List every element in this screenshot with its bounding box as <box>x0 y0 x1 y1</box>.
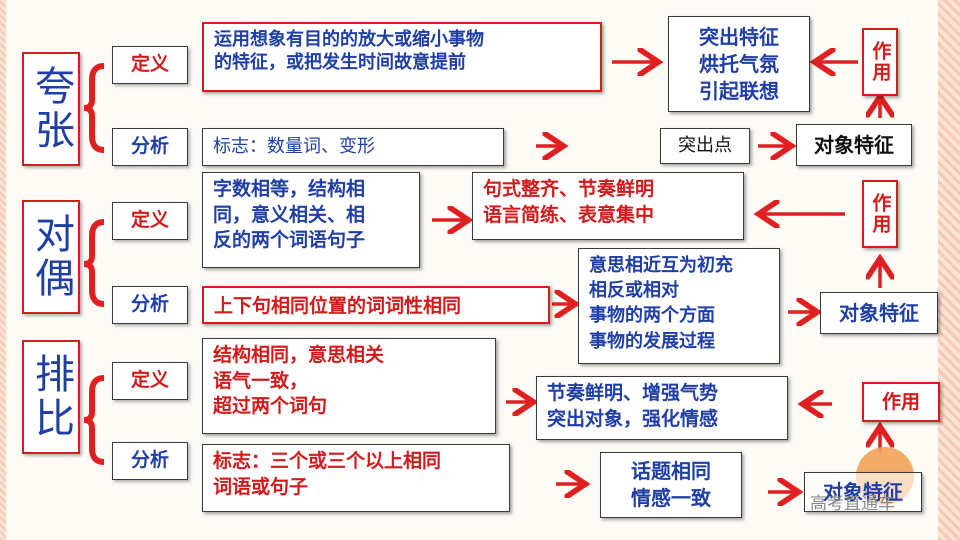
kz-object-box: 对象特征 <box>796 124 912 166</box>
label-kz-analyze: 分析 <box>112 128 188 166</box>
kz-effect-line2: 烘托气氛 <box>699 51 779 76</box>
do-effect-line2: 语言简练、表意集中 <box>483 203 655 226</box>
kz-effect-line1: 突出特征 <box>699 24 779 49</box>
pb-object-box: 对象特征 <box>804 472 922 512</box>
do-relation-line1: 意思相近互为初充 <box>589 255 733 276</box>
pb-definition-box: 结构相同，意思相关 语气一致， 超过两个词句 <box>202 338 496 434</box>
do-object-box: 对象特征 <box>820 292 938 334</box>
label-pb-define: 定义 <box>112 362 188 400</box>
label-kz-define: 定义 <box>112 46 188 84</box>
pb-definition-line2: 语气一致， <box>213 369 309 392</box>
do-effect-line1: 句式整齐、节奏鲜明 <box>483 178 655 200</box>
label-do-analyze: 分析 <box>112 286 188 324</box>
kz-definition-line2: 的特征，或把发生时间故意提前 <box>214 52 466 74</box>
do-relation-box: 意思相近互为初充 相反或相对 事物的两个方面 事物的发展过程 <box>578 248 780 364</box>
pb-effect-line2: 突出对象，强化情感 <box>547 407 719 430</box>
label-do-define: 定义 <box>112 202 188 240</box>
pb-topic-line1: 话题相同 <box>631 459 711 483</box>
do-role-box: 作用 <box>862 180 898 248</box>
pb-analysis-line1: 标志：三个或三个以上相同 <box>213 450 442 472</box>
do-relation-line3: 事物的两个方面 <box>589 305 715 327</box>
label-pb-analyze: 分析 <box>112 442 188 480</box>
term-duiou: 对偶 <box>22 200 80 314</box>
left-decor-stripe <box>0 0 6 540</box>
kz-analysis-box: 标志：数量词、变形 <box>202 128 504 166</box>
brace-paibi <box>83 375 105 465</box>
kz-definition-line1: 运用想象有目的的放大或缩小事物 <box>214 29 484 50</box>
term-kuazhang: 夸张 <box>22 52 80 166</box>
right-decor-stripe <box>938 0 960 540</box>
pb-definition-line1: 结构相同，意思相关 <box>213 344 385 366</box>
term-paibi: 排比 <box>22 340 80 454</box>
kz-effect-line3: 引起联想 <box>699 78 779 103</box>
pb-effect-line1: 节奏鲜明、增强气势 <box>547 382 719 404</box>
brace-kuazhang <box>83 63 105 153</box>
do-definition-box: 字数相等，结构相 同，意义相关、相 反的两个词语句子 <box>202 172 420 268</box>
pb-definition-line3: 超过两个词句 <box>213 395 328 418</box>
do-relation-line2: 相反或相对 <box>589 280 679 302</box>
do-relation-line4: 事物的发展过程 <box>589 330 715 352</box>
kz-definition-box: 运用想象有目的的放大或缩小事物 的特征，或把发生时间故意提前 <box>202 22 602 92</box>
watermark: 高考直通车 <box>810 494 895 514</box>
do-definition-line3: 反的两个词语句子 <box>213 229 366 252</box>
do-definition-line1: 字数相等，结构相 <box>213 178 366 200</box>
kz-effect-box: 突出特征 烘托气氛 引起联想 <box>668 16 810 112</box>
do-effect-box: 句式整齐、节奏鲜明 语言简练、表意集中 <box>472 172 744 240</box>
pb-topic-line2: 情感一致 <box>631 486 711 510</box>
kz-role-box: 作用 <box>862 28 898 96</box>
pb-analysis-box: 标志：三个或三个以上相同 词语或句子 <box>202 444 510 512</box>
pb-effect-box: 节奏鲜明、增强气势 突出对象，强化情感 <box>536 376 788 440</box>
pb-role-box: 作用 <box>862 382 940 422</box>
do-definition-line2: 同，意义相关、相 <box>213 203 366 226</box>
kz-focus-box: 突出点 <box>660 128 750 164</box>
do-analysis-box: 上下句相同位置的词词性相同 <box>202 286 550 324</box>
pb-analysis-line2: 词语或句子 <box>213 475 309 498</box>
brace-duiou <box>83 219 105 307</box>
pb-topic-box: 话题相同 情感一致 <box>600 452 742 518</box>
